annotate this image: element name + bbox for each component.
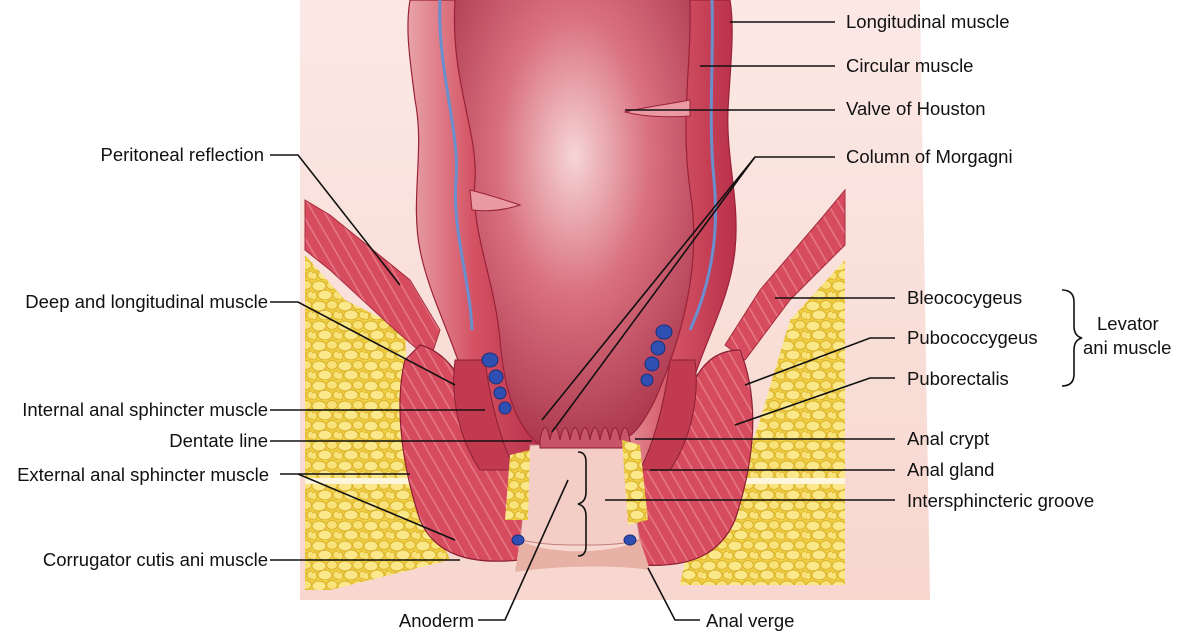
label-bleococygeus: Bleococygeus (907, 287, 1022, 309)
label-valve-of-houston: Valve of Houston (846, 98, 986, 120)
label-levator-line1: Levator (1097, 313, 1159, 335)
anal-canal (520, 445, 640, 545)
label-internal-anal-sphincter-muscle: Internal anal sphincter muscle (22, 399, 268, 421)
label-anoderm: Anoderm (399, 610, 474, 632)
label-longitudinal-muscle: Longitudinal muscle (846, 11, 1010, 33)
label-anal-crypt: Anal crypt (907, 428, 989, 450)
label-peritoneal-reflection: Peritoneal reflection (100, 144, 264, 166)
fat-divider-right (735, 478, 845, 484)
label-anal-gland: Anal gland (907, 459, 994, 481)
label-puborectalis: Puborectalis (907, 368, 1009, 390)
label-corrugator-cutis-ani-muscle: Corrugator cutis ani muscle (43, 549, 268, 571)
label-intersphincteric-groove: Intersphincteric groove (907, 490, 1094, 512)
label-pubococcygeus: Pubococcygeus (907, 327, 1038, 349)
label-circular-muscle: Circular muscle (846, 55, 973, 77)
label-dentate-line: Dentate line (169, 430, 268, 452)
label-levator-line2: ani muscle (1083, 337, 1171, 359)
label-column-of-morgagni: Column of Morgagni (846, 146, 1013, 168)
label-external-anal-sphincter-muscle: External anal sphincter muscle (17, 464, 269, 486)
label-deep-and-longitudinal-muscle: Deep and longitudinal muscle (25, 291, 268, 313)
label-anal-verge: Anal verge (706, 610, 794, 632)
